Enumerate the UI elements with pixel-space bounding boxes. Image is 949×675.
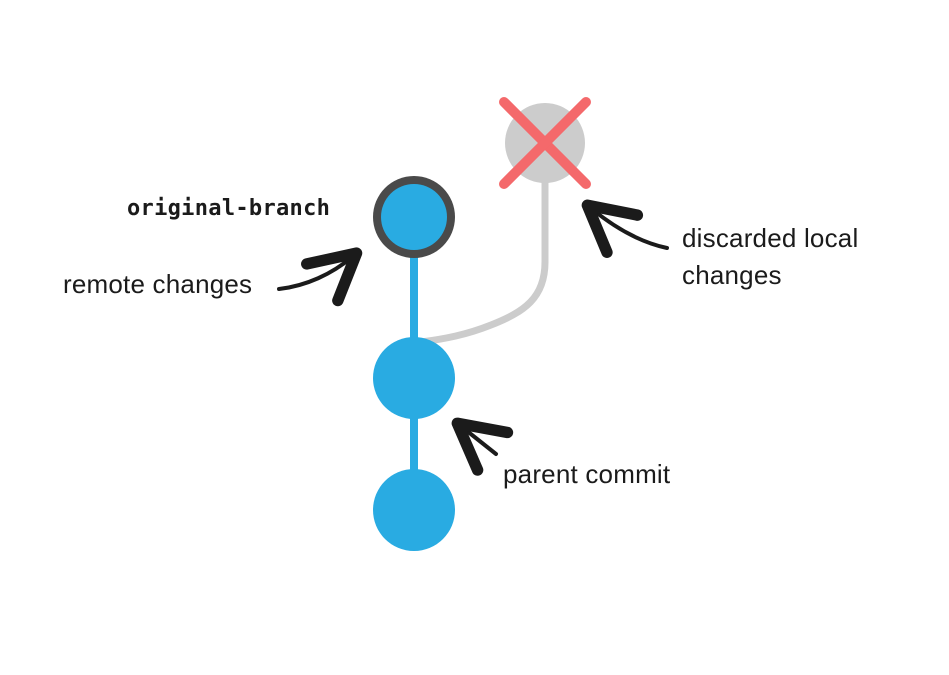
initial-commit-node [373, 469, 455, 551]
parent-commit-arrow [451, 417, 514, 476]
head-commit-fill [381, 184, 447, 250]
parent-commit-node [373, 337, 455, 419]
discarded-changes-arrow [581, 199, 669, 258]
discarded-changes-line2: changes [682, 260, 782, 290]
x-mark-stroke-2 [499, 97, 591, 189]
x-mark-icon [499, 97, 591, 189]
branch-name-label: original-branch [127, 196, 331, 221]
discarded-branch-curve [417, 176, 549, 346]
remote-changes-arrow [277, 247, 363, 307]
discarded-changes-label: discarded local changes [682, 220, 858, 294]
head-commit-node [373, 176, 455, 258]
discarded-changes-line1: discarded local [682, 223, 859, 253]
remote-changes-label: remote changes [63, 269, 253, 299]
parent-commit-label: parent commit [503, 459, 671, 489]
